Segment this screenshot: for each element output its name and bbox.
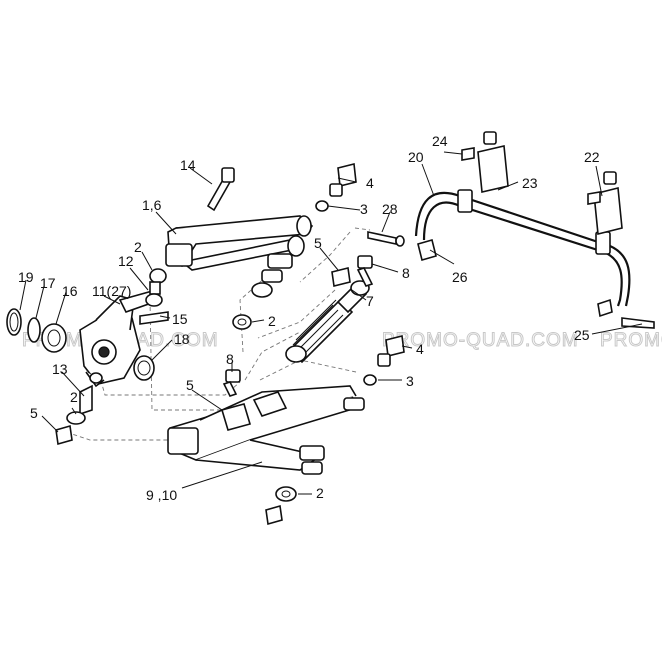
label-19: 19 (18, 269, 34, 285)
label-16: 16 (62, 283, 78, 299)
label-20: 20 (408, 149, 424, 165)
watermark-far-right: PROMO (600, 330, 662, 351)
label-14: 14 (180, 157, 196, 173)
label-23: 23 (522, 175, 538, 191)
label-13: 13 (52, 361, 68, 377)
label-3-lower: 3 (406, 373, 414, 389)
upper-a-arm (165, 215, 314, 271)
label-4-top: 4 (366, 175, 374, 191)
label-2-upper-left: 2 (134, 239, 142, 255)
label-2-upper-mid: 2 (268, 313, 276, 329)
label-28: 28 (382, 201, 398, 217)
label-15: 15 (172, 311, 188, 327)
label-9-10: 9 ,10 (146, 487, 177, 503)
label-8-upper: 8 (402, 265, 410, 281)
label-1-6: 1,6 (142, 197, 162, 213)
label-18: 18 (174, 331, 190, 347)
label-8-lower: 8 (226, 351, 234, 367)
label-22: 22 (584, 149, 600, 165)
leader-lines (19, 151, 643, 495)
label-2-bottom: 2 (316, 485, 324, 501)
label-25: 25 (574, 327, 590, 343)
label-11-27: 11(27) (92, 283, 131, 299)
shock-absorber (285, 280, 370, 364)
label-17: 17 (40, 275, 56, 291)
label-7: 7 (366, 293, 374, 309)
label-2-left: 2 (70, 389, 78, 405)
stabilizer-bar (414, 131, 655, 329)
label-4-lower: 4 (416, 341, 424, 357)
label-26: 26 (452, 269, 468, 285)
seals-and-bearings (6, 308, 155, 381)
label-3-top: 3 (360, 201, 368, 217)
lower-a-arm (167, 385, 358, 471)
label-12: 12 (118, 253, 134, 269)
label-5-upper: 5 (314, 235, 322, 251)
label-24: 24 (432, 133, 448, 149)
watermark-right: PROMO-QUAD.COM (382, 330, 579, 351)
fasteners (55, 163, 405, 526)
label-5-lower: 5 (186, 377, 194, 393)
label-5-left: 5 (30, 405, 38, 421)
callout-labels: 14 4 1,6 3 28 2 12 5 8 19 17 16 11(27) 1… (18, 133, 600, 503)
